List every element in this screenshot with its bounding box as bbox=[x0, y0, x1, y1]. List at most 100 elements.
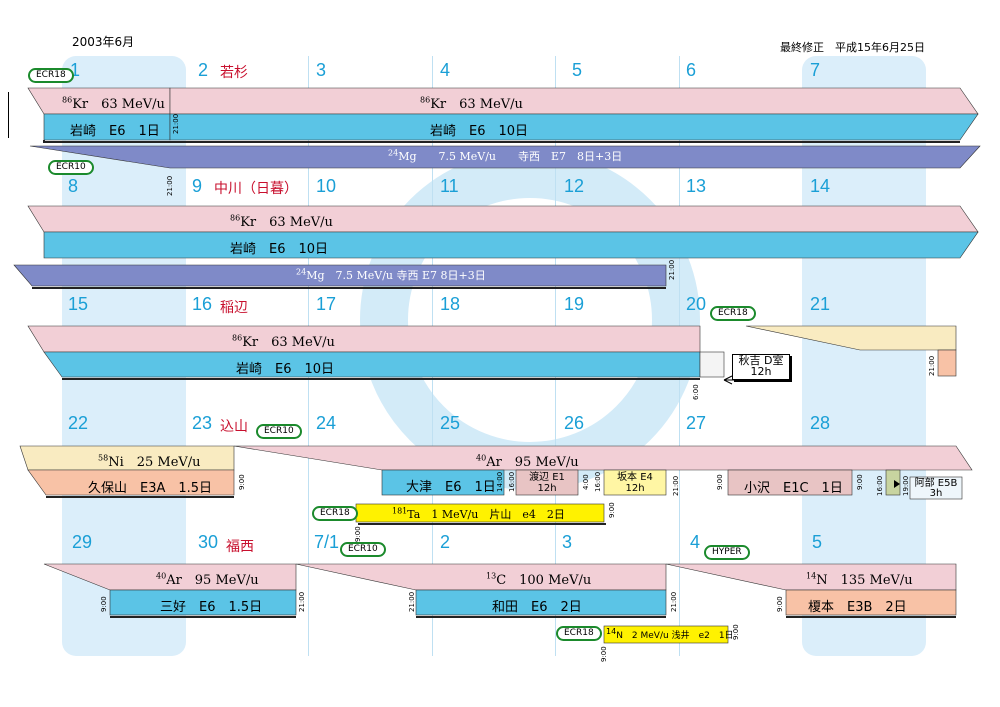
duty-name: 若杉 bbox=[220, 65, 248, 81]
ar-label-w5: 40Ar 95 MeV/u bbox=[156, 571, 259, 588]
c-band-w5 bbox=[295, 563, 667, 591]
time-mark: 21:00 bbox=[172, 113, 180, 134]
kr-band-w2 bbox=[27, 205, 979, 233]
hyper-badge: HYPER bbox=[704, 545, 750, 560]
day-number: 13 bbox=[686, 176, 707, 196]
day-number: 26 bbox=[564, 413, 585, 433]
time-mark: 9:00 bbox=[600, 646, 608, 662]
day-number: 12 bbox=[564, 176, 585, 196]
time-mark: 16:00 bbox=[594, 471, 602, 492]
gap-box-w3 bbox=[699, 351, 725, 378]
time-mark: 9:00 bbox=[608, 502, 616, 518]
sakamoto-box bbox=[603, 469, 667, 496]
c-label: 13C 100 MeV/u bbox=[486, 571, 592, 588]
peach-band-w3 bbox=[937, 349, 957, 377]
time-mark: 4:00 bbox=[582, 474, 590, 490]
day-number: 22 bbox=[68, 413, 89, 433]
time-mark: 21:00 bbox=[672, 475, 680, 496]
day-number: 5 bbox=[812, 532, 823, 552]
day-number: 9 bbox=[192, 176, 203, 196]
akiyoshi-box: 秋吉 D室 12h bbox=[732, 354, 790, 380]
day-number: 11 bbox=[440, 176, 459, 196]
ecr18-badge: ECR18 bbox=[556, 626, 602, 641]
ar-label-w4: 40Ar 95 MeV/u bbox=[476, 453, 579, 470]
day-number: 4 bbox=[690, 532, 701, 552]
n-small-band bbox=[603, 625, 729, 644]
day-number: 3 bbox=[562, 532, 573, 552]
ecr10-badge: ECR10 bbox=[340, 542, 386, 557]
wada-label: 和田 E6 2日 bbox=[492, 600, 582, 615]
time-mark: 9:00 bbox=[238, 474, 246, 490]
time-mark: 9:00 bbox=[776, 596, 784, 612]
kr-label-w3: 86Kr 63 MeV/u bbox=[232, 333, 335, 350]
ecr18-badge: ECR18 bbox=[28, 68, 74, 83]
day-number: 5 bbox=[572, 60, 583, 80]
time-mark: 9:00 bbox=[100, 596, 108, 612]
day-number: 6 bbox=[686, 60, 697, 80]
iwasaki-label-w2: 岩崎 E6 10日 bbox=[230, 242, 329, 257]
time-mark: 21:00 bbox=[166, 175, 174, 196]
ecr18-badge: ECR18 bbox=[312, 506, 358, 521]
kr-label-w1b: 86Kr 63 MeV/u bbox=[420, 95, 523, 112]
ozawa-band-w4 bbox=[727, 469, 853, 496]
enomoto-label: 榎本 E3B 2日 bbox=[808, 600, 907, 615]
mg-label-w1: 24Mg 7.5 MeV/u 寺西 E7 8日+3日 bbox=[388, 148, 623, 163]
n-small-label: 14N 2 MeV/u 浅井 e2 1日 bbox=[606, 627, 734, 641]
day-number: 24 bbox=[316, 413, 337, 433]
ecr10-badge: ECR10 bbox=[48, 160, 94, 175]
wada-band bbox=[415, 589, 667, 616]
time-mark: 9:00 bbox=[856, 474, 864, 490]
mg-label-w2: 24Mg 7.5 MeV/u 寺西 E7 8日+3日 bbox=[296, 267, 486, 282]
time-mark: 9:00 bbox=[732, 624, 740, 640]
n-label: 14N 135 MeV/u bbox=[806, 571, 913, 588]
day-number: 18 bbox=[440, 294, 461, 314]
kr-label-w1a: 86Kr 63 MeV/u bbox=[62, 95, 165, 112]
otsu-band-w4 bbox=[381, 469, 505, 496]
left-arrow-icon bbox=[723, 375, 780, 385]
duty-name: 込山 bbox=[220, 419, 248, 435]
day-number: 16 bbox=[192, 294, 213, 314]
ta-label: 181Ta 1 MeV/u 片山 e4 2日 bbox=[392, 506, 565, 521]
time-mark: 19:00 bbox=[902, 475, 910, 496]
otsu-label: 大津 E6 1日 bbox=[406, 480, 496, 495]
time-mark: 21:00 bbox=[670, 591, 678, 612]
kr-band-w1b bbox=[169, 87, 979, 115]
abe-box bbox=[909, 476, 963, 500]
kr-label-w2: 86Kr 63 MeV/u bbox=[230, 213, 333, 230]
day-number: 23 bbox=[192, 413, 213, 433]
time-mark: 16:00 bbox=[508, 471, 516, 492]
day-number: 10 bbox=[316, 176, 337, 196]
watanabe-box bbox=[515, 469, 579, 496]
miyoshi-band bbox=[109, 589, 297, 616]
day-number: 15 bbox=[68, 294, 89, 314]
ar-band-w4 bbox=[233, 445, 973, 471]
akiyoshi-label: 秋吉 D室 bbox=[738, 354, 784, 367]
revision-date: 最終修正 平成15年6月25日 bbox=[780, 41, 925, 54]
day-number: 2 bbox=[198, 60, 209, 80]
time-mark: 9:00 bbox=[716, 474, 724, 490]
day-number: 20 bbox=[686, 294, 707, 314]
duty-name: 中川（日暮） bbox=[214, 181, 298, 197]
time-mark: 21:00 bbox=[408, 591, 416, 612]
ecr10-badge: ECR10 bbox=[256, 424, 302, 439]
ozawa-label: 小沢 E1C 1日 bbox=[744, 481, 843, 496]
duty-name: 福西 bbox=[226, 539, 254, 555]
day-number: 28 bbox=[810, 413, 831, 433]
day-number: 25 bbox=[440, 413, 461, 433]
iwasaki-band-w2 bbox=[43, 231, 979, 259]
time-mark: 9:00 bbox=[354, 526, 362, 542]
akiyoshi-hours: 12h bbox=[750, 365, 772, 378]
iwasaki-band-w3 bbox=[43, 351, 701, 378]
enomoto-band bbox=[785, 589, 957, 616]
day-number: 1 bbox=[70, 60, 81, 80]
iwasaki-label-w1b: 岩崎 E6 10日 bbox=[430, 124, 529, 139]
mg-band-w1 bbox=[29, 145, 981, 169]
miyoshi-label: 三好 E6 1.5日 bbox=[160, 600, 263, 615]
day-number: 21 bbox=[810, 294, 831, 314]
mg-band-w2 bbox=[13, 264, 667, 287]
day-number: 7 bbox=[810, 60, 821, 80]
left-tick bbox=[8, 92, 9, 138]
